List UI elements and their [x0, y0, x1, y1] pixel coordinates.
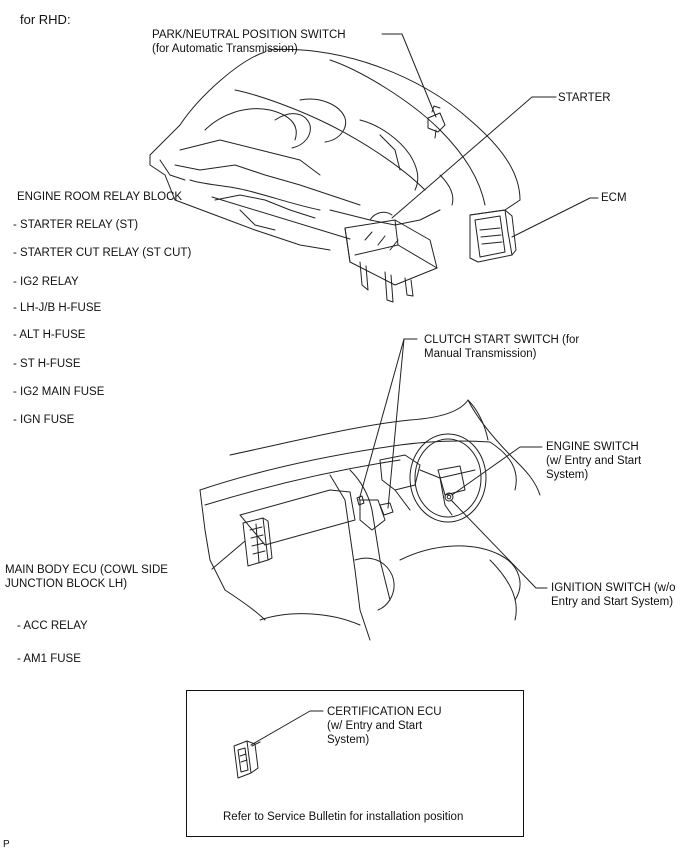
relay-block-item: - LH-J/B H-FUSE: [13, 302, 102, 314]
relay-block-item: - IG2 MAIN FUSE: [13, 386, 105, 398]
label-ecm: ECM: [601, 192, 627, 204]
relay-block-item: - ST H-FUSE: [13, 358, 81, 370]
label-main-body-ecu: MAIN BODY ECU (COWL SIDE JUNCTION BLOCK …: [5, 564, 168, 590]
relay-block-item: - STARTER RELAY (ST): [13, 219, 139, 231]
main-body-item: - ACC RELAY: [17, 620, 88, 632]
leader-lines: [211, 33, 599, 746]
relay-block-item: - ALT H-FUSE: [13, 329, 86, 341]
label-starter: STARTER: [558, 92, 611, 104]
relay-block-item: - IGN FUSE: [13, 414, 75, 426]
relay-block-item: - IG2 RELAY: [13, 276, 79, 288]
main-body-item: - AM1 FUSE: [17, 653, 81, 665]
label-ignition-switch: IGNITION SWITCH (w/o Entry and Start Sys…: [551, 582, 676, 608]
leader-clutch-start: [358, 338, 418, 501]
label-clutch-start-switch: CLUTCH START SWITCH (for Manual Transmis…: [424, 334, 580, 360]
leader-ecm: [511, 197, 599, 238]
certification-ecu-box: [186, 690, 524, 837]
certification-ecu-drawing: [233, 740, 261, 779]
box-note: Refer to Service Bulletin for installati…: [223, 811, 464, 823]
leader-ignition-switch: [450, 499, 548, 589]
label-park-neutral-switch: PARK/NEUTRAL POSITION SWITCH (for Automa…: [152, 29, 346, 55]
leader-main-body-ecu: [211, 540, 246, 570]
leader-certification: [250, 710, 324, 746]
engine-compartment-drawing: [149, 48, 521, 303]
label-engine-switch: ENGINE SWITCH (w/ Entry and Start System…: [546, 441, 642, 481]
dashboard-interior-drawing: [199, 399, 541, 641]
leader-clutch-start-2: [387, 338, 405, 509]
leader-engine-switch: [451, 446, 543, 496]
leader-engine-room-relay: [211, 196, 351, 240]
label-engine-room-relay-block: ENGINE ROOM RELAY BLOCK: [17, 191, 183, 203]
footer-code: P: [3, 839, 10, 850]
leader-park-neutral: [381, 33, 437, 118]
label-certification-ecu: CERTIFICATION ECU (w/ Entry and Start Sy…: [327, 706, 442, 746]
diagram-header: for RHD:: [20, 12, 71, 27]
leader-starter: [391, 96, 557, 219]
relay-block-item: - STARTER CUT RELAY (ST CUT): [13, 247, 192, 259]
